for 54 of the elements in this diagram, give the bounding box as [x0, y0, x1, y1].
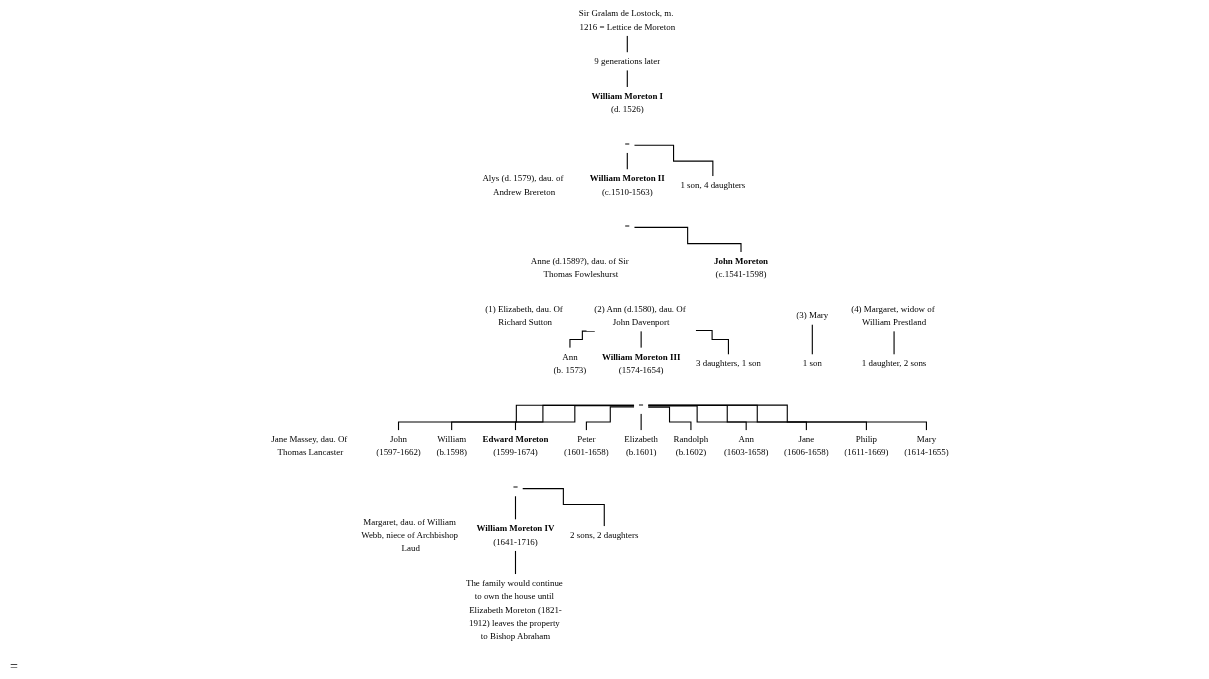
- marriage-sign: =: [10, 659, 18, 674]
- node-text: Peter (1601-1658): [564, 434, 609, 458]
- node-text: Jane (1606-1658): [784, 434, 829, 458]
- node-text: William Moreton IV (1641-1716): [476, 523, 555, 547]
- connector: [640, 413, 642, 431]
- connector: [633, 226, 742, 253]
- node-text: Anne (d.1589?), dau. of Sir Thomas Fowleshurst: [530, 255, 629, 279]
- node-text: Elizabeth (b.1601): [624, 434, 658, 458]
- connector: [521, 488, 605, 527]
- node-text: William (b.1598): [436, 434, 467, 458]
- node-text: Margaret, dau. of William Webb, niece of Archbishop Laud: [361, 516, 459, 553]
- node-text: William Moreton III (1574-1654): [601, 351, 681, 375]
- node-text: 1 daughter, 2 sons: [861, 358, 927, 368]
- connector: [585, 406, 635, 431]
- connector: [397, 404, 635, 431]
- node-text: (4) Margaret, widow of William Prestland: [851, 303, 935, 327]
- node-text: 3 daughters, 1 son: [695, 358, 761, 368]
- node-text: (2) Ann (d.1580), dau. Of John Davenport: [594, 303, 686, 327]
- node-text: 9 generations later: [594, 56, 661, 66]
- connector: [811, 323, 813, 356]
- connector: [514, 495, 517, 521]
- connector: [647, 406, 692, 431]
- node-text: Philip (1611-1669): [844, 434, 889, 458]
- node-text: Randolph (b.1602): [673, 434, 709, 458]
- connector: [695, 329, 729, 356]
- node-text: =: [624, 221, 630, 231]
- node-text: 2 sons, 2 daughters: [570, 530, 639, 540]
- node-text: William Moreton II (c.1510-1563): [589, 173, 665, 197]
- node-text: (3) Mary: [796, 310, 829, 320]
- node-text: 1 son, 4 daughters: [680, 180, 746, 190]
- node-text: =: [512, 482, 519, 492]
- connector: [633, 144, 714, 177]
- node-text: Sir Gralam de Lostock, m. 1216 = Lettice de Moreton: [578, 8, 676, 32]
- connector: [514, 405, 635, 431]
- connector: [514, 550, 517, 575]
- node-text: Mary (1614-1655): [904, 434, 949, 458]
- connector: [647, 404, 807, 431]
- node-text: John (1597-1662): [376, 434, 421, 458]
- connector: [647, 404, 927, 431]
- connector: [647, 404, 867, 431]
- node-text: Ann (1603-1658): [723, 434, 769, 458]
- connector: [647, 405, 747, 431]
- connector: [451, 404, 635, 431]
- node-text: (1) Elizabeth, dau. Of Richard Sutton: [485, 303, 563, 327]
- node-text: Edward Moreton (1599-1674): [482, 434, 549, 458]
- node-text: 1 son: [802, 358, 822, 368]
- node-text: Alys (d. 1579), dau. of Andrew Brereton: [482, 173, 564, 197]
- node-text: William Moreton I (d. 1526): [591, 90, 664, 114]
- node-text: John Moreton (c.1541-1598): [713, 255, 769, 279]
- node-text: =: [624, 138, 630, 149]
- connector: [640, 330, 642, 349]
- node-text: The family would continue to own the house until Elizabeth Moreton (1821-1912) leaves the property to Bishop Abraham: [465, 578, 563, 642]
- node-text: Jane Massey, dau. Of Thomas Lancaster: [271, 434, 348, 458]
- node-text: Ann (b. 1573): [553, 351, 587, 375]
